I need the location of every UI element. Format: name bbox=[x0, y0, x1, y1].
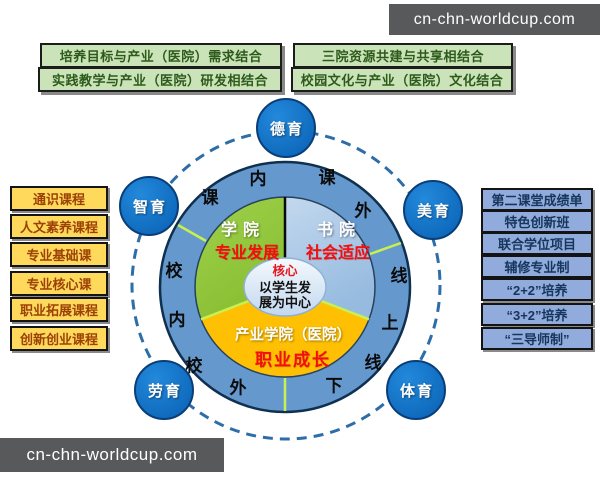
left-box-1: 通识课程 bbox=[10, 186, 108, 211]
ring-char-nei-2: 内 bbox=[168, 310, 186, 330]
watermark-bottom-left: cn-chn-worldcup.com bbox=[0, 438, 224, 472]
college-subtitle: 专业发展 bbox=[214, 245, 280, 262]
segment-industry bbox=[201, 287, 369, 377]
core-line-2: 展为中心 bbox=[258, 294, 312, 310]
ring-char-nei-1: 内 bbox=[249, 169, 267, 189]
core-line-1: 以学生发 bbox=[258, 279, 312, 295]
right-box-2: 特色创新班 bbox=[481, 210, 593, 233]
industry-subtitle: 职业成长 bbox=[255, 350, 331, 370]
ring-char-xian-2: 线 bbox=[364, 353, 382, 373]
right-box-5: “2+2”培养 bbox=[481, 278, 593, 301]
left-box-4: 专业核心课 bbox=[10, 271, 108, 296]
ring-char-shang: 上 bbox=[381, 313, 399, 333]
ring-tick-upper-left bbox=[177, 223, 207, 243]
ring-char-xiao-1: 校 bbox=[185, 356, 203, 376]
core-ellipse bbox=[243, 257, 327, 317]
left-box-3: 专业基础课 bbox=[10, 242, 108, 267]
node-moral-education: 德育 bbox=[256, 98, 316, 158]
core-title: 核心 bbox=[272, 263, 298, 278]
watermark-top-right: cn-chn-worldcup.com bbox=[389, 4, 600, 35]
right-box-7: “三导师制” bbox=[481, 327, 593, 350]
left-box-2: 人文素养课程 bbox=[10, 214, 108, 239]
left-box-5: 职业拓展课程 bbox=[10, 297, 108, 322]
top-box-4: 校园文化与产业（医院）文化结合 bbox=[291, 67, 513, 92]
node-labor-education: 劳育 bbox=[134, 360, 194, 420]
ring-char-ke-2: 课 bbox=[318, 168, 336, 188]
academy-subtitle: 社会适应 bbox=[305, 245, 371, 262]
ring-char-ke-1: 课 bbox=[201, 188, 219, 208]
node-intellectual-education: 智育 bbox=[119, 176, 179, 236]
dashed-orbit-circle bbox=[130, 129, 442, 441]
academy-title: 书院 bbox=[316, 222, 362, 239]
right-box-1: 第二课堂成绩单 bbox=[481, 188, 593, 211]
ring-char-wai-1: 外 bbox=[354, 201, 372, 221]
core-label: 核心 以学生发 展为中心 bbox=[259, 264, 311, 311]
ring-char-wai-2: 外 bbox=[229, 378, 247, 398]
left-box-6: 创新创业课程 bbox=[10, 326, 108, 351]
node-physical-education: 体育 bbox=[386, 360, 446, 420]
top-box-2: 三院资源共建与共享相结合 bbox=[293, 43, 513, 68]
industry-title: 产业学院（医院） bbox=[235, 327, 351, 344]
node-aesthetic-education: 美育 bbox=[403, 180, 463, 240]
ring-tick-upper-right bbox=[369, 241, 402, 256]
right-box-4: 辅修专业制 bbox=[481, 255, 593, 278]
top-box-3: 实践教学与产业（医院）研发相结合 bbox=[38, 67, 282, 92]
right-box-3: 联合学位项目 bbox=[481, 232, 593, 255]
college-title: 学院 bbox=[220, 222, 266, 239]
right-box-6: “3+2”培养 bbox=[481, 303, 593, 326]
ring-char-xia: 下 bbox=[325, 376, 343, 396]
ring-char-xian-1: 线 bbox=[390, 266, 408, 286]
ring-char-xiao-2: 校 bbox=[165, 261, 183, 281]
